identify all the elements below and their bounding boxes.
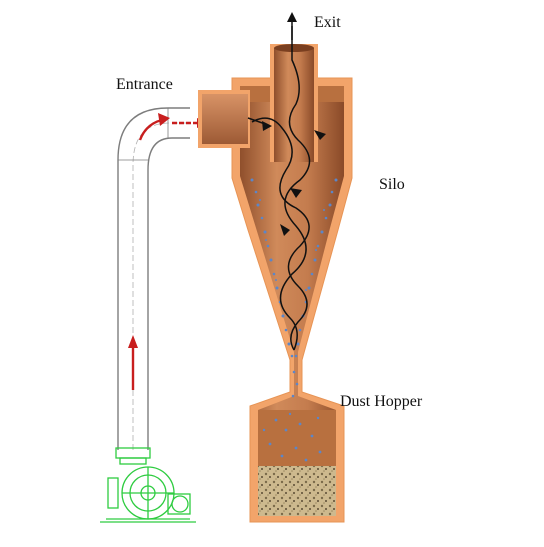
dust-bed	[258, 466, 336, 516]
up-arrow-icon	[287, 12, 297, 40]
dust-hopper-label: Dust Hopper	[340, 393, 423, 410]
flow-arrow-icon-elbow	[138, 113, 170, 141]
silo-label: Silo	[379, 176, 405, 193]
dust-particles	[250, 178, 338, 462]
centrifugal-fan-icon	[100, 447, 196, 523]
inlet-box	[198, 90, 250, 148]
exit-label: Exit	[314, 14, 341, 31]
silo-body	[240, 86, 344, 516]
exit-pipe	[270, 44, 318, 162]
inlet-duct	[117, 107, 190, 450]
path-arrow-icons	[262, 121, 326, 236]
entrance-label: Entrance	[116, 76, 173, 93]
flow-arrow-icon-vertical	[128, 335, 138, 390]
dust-hopper	[258, 410, 336, 516]
